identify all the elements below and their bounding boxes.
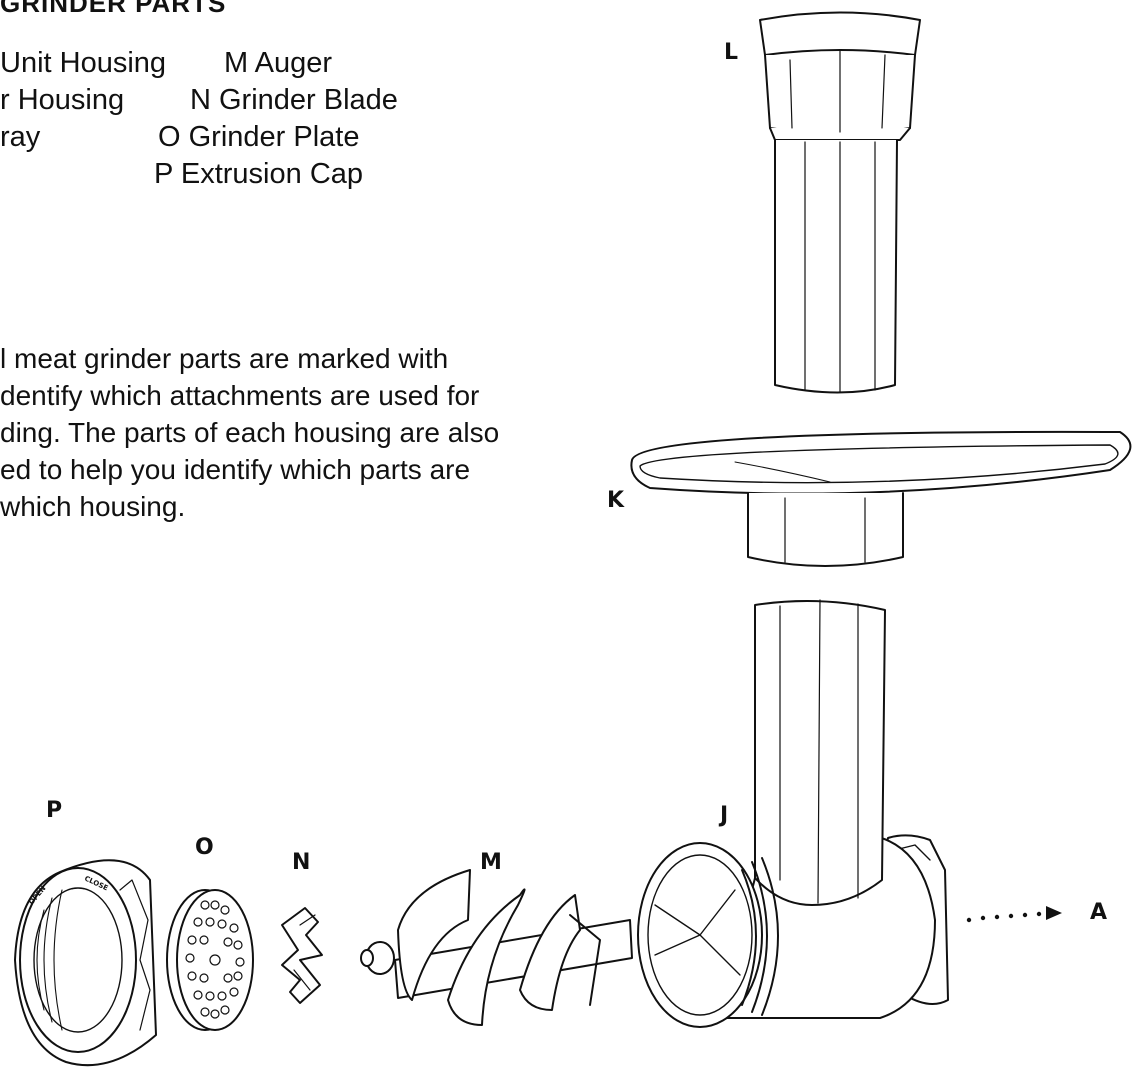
grinder-blade-illustration — [282, 908, 322, 1003]
dotted-arrow-icon — [966, 906, 1062, 923]
grinder-plate-illustration — [167, 890, 253, 1030]
callout-O: O — [195, 835, 214, 860]
paragraph-line-4: ed to help you identify which parts are — [0, 454, 471, 485]
auger-illustration — [361, 870, 632, 1025]
section-heading: GRINDER PARTS — [0, 0, 227, 18]
paragraph-line-1: l meat grinder parts are marked with — [0, 343, 449, 374]
tray-illustration — [631, 432, 1130, 566]
legend-item-extrusion-cap: P Extrusion Cap — [154, 158, 364, 190]
callout-J: J — [720, 803, 729, 828]
callout-P: P — [46, 798, 63, 823]
food-pusher-illustration — [760, 13, 920, 393]
callout-L: L — [724, 40, 739, 65]
callout-K: K — [607, 488, 625, 513]
grinder-housing-illustration — [638, 600, 948, 1027]
paragraph-line-5: which housing. — [0, 491, 186, 522]
paragraph-line-3: ding. The parts of each housing are also — [0, 417, 500, 448]
paragraph-line-2: dentify which attachments are used for — [0, 380, 480, 411]
legend-item-grinder-plate: O Grinder Plate — [158, 121, 360, 153]
legend-item-grinder-blade: N Grinder Blade — [190, 84, 398, 116]
callout-A: A — [1090, 900, 1108, 925]
legend-item-housing: r Housing — [0, 84, 125, 116]
callout-N: N — [292, 850, 311, 875]
callout-M: M — [480, 850, 502, 875]
legend-item-tray: ray — [0, 121, 41, 153]
extrusion-cap-illustration: OPEN CLOSE — [15, 860, 156, 1065]
legend-item-unit-housing: Unit Housing — [0, 47, 167, 79]
legend-item-auger: M Auger — [224, 47, 332, 79]
